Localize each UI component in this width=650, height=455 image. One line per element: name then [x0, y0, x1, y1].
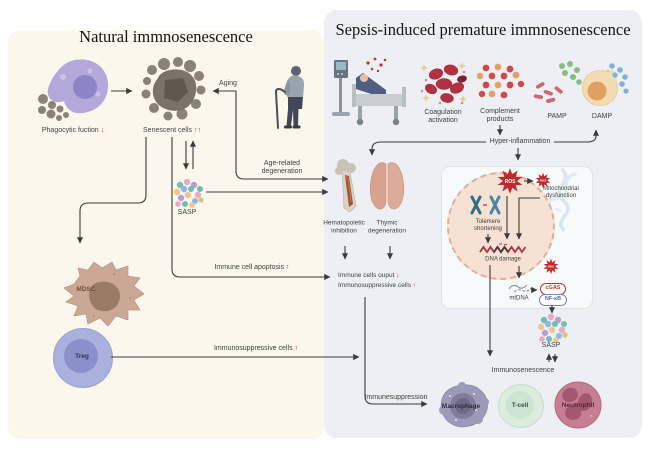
mtdna-fragments-icon — [508, 284, 532, 293]
icu-bed-icon — [332, 57, 406, 126]
nfkb-badge: NF-κB — [539, 294, 567, 306]
dna-damage-label: DNA damage — [485, 256, 521, 263]
treg-cell-nucleus — [64, 339, 98, 373]
phagocyte-cell-icon — [38, 59, 109, 121]
damp-label: DAMP — [591, 112, 613, 120]
phagocytic-down-indicator: ↓ — [100, 126, 105, 134]
phagocytic-function-label: Phagocytic fuction ↓ — [41, 126, 105, 134]
sasp-label-right: SASP — [541, 341, 561, 349]
ros-star-icon: ROS — [497, 168, 523, 194]
age-related-degeneration-label: Age-related degeneration — [261, 159, 303, 175]
ros-star-cgas-icon: ROS — [543, 258, 559, 275]
svg-text:ROS: ROS — [505, 179, 517, 185]
immunesuppression-label: Immunesuppression — [364, 393, 428, 401]
tcell-label: T-cell — [511, 402, 529, 410]
pamp-icon — [533, 61, 582, 104]
aging-label: Aging — [219, 79, 237, 87]
senescent-up-indicator: ↑↑ — [193, 126, 201, 134]
complement-products-label: Complement products — [480, 107, 520, 123]
immune-cell-apoptosis-label: Immune cell apoptosis ↑ — [214, 263, 290, 271]
senescent-cells-icon — [141, 57, 206, 121]
dna-damage-icon — [479, 243, 527, 254]
immunosenescence-label: Immunosenescence — [491, 366, 555, 374]
mtdna-label: mtDNA — [509, 295, 529, 302]
sasp-cluster-icon — [173, 178, 204, 208]
neutrophil-cell-icon — [554, 381, 602, 429]
sasp-label-left: SASP — [177, 208, 197, 216]
coagulation-cells-icon — [420, 62, 467, 105]
macrophage-label: Macrophage — [441, 403, 481, 411]
immunosuppressive-right-up-indicator: ↑ — [412, 282, 417, 290]
immunosuppressive-cells-label-left: Immunosuppressive cells ↑ — [213, 344, 299, 352]
mdsc-label: MDSC — [76, 286, 96, 294]
right-panel-title: Sepsis-induced premature immnosenescence — [335, 20, 631, 39]
coagulation-activation-label: Coagulation activation — [424, 108, 462, 124]
telomere-shortening-label: Tolemere shortening — [473, 218, 503, 232]
bone-hematopoietic-icon — [335, 159, 357, 213]
senescent-cells-label: Senescent cells ↑↑ — [143, 126, 201, 134]
ros-star-small-icon: ROS — [535, 172, 551, 189]
hematopoietic-inhibition-label: Hematopoietic inhibition — [323, 219, 365, 234]
immunosuppressive-cells-line: Immunosuppressive cells ↑ — [338, 282, 417, 290]
elderly-person-icon — [274, 66, 305, 129]
svg-text:ROS: ROS — [548, 265, 555, 269]
complement-products-icon — [476, 63, 525, 99]
apoptosis-up-indicator: ↑ — [286, 263, 290, 271]
treg-label: Treg — [75, 353, 89, 361]
thymus-icon — [369, 162, 405, 210]
pamp-label: PAMP — [547, 112, 567, 120]
immune-output-block: Immune cells ouput ↓ Immunosuppressive c… — [338, 271, 416, 291]
immune-cells-output-line: Immune cells ouput ↓ — [338, 272, 400, 279]
thymic-degeneration-label: Thymic degeneration — [368, 219, 406, 234]
svg-text:ROS: ROS — [540, 179, 547, 183]
macrophage-cell-icon — [439, 382, 489, 428]
neutrophil-label: Neutrophil — [561, 402, 595, 410]
mdsc-cell-icon — [63, 261, 145, 327]
chromosomes-icon — [470, 195, 501, 215]
mitochondrial-dysfunction-label: Mitochondrial dysfunction — [543, 185, 579, 199]
immune-output-down-indicator: ↓ — [396, 272, 400, 279]
damp-icon — [582, 63, 629, 106]
immunosuppressive-up-indicator: ↑ — [294, 344, 299, 352]
sasp-cluster-icon-right — [537, 313, 568, 343]
tcell-inner — [506, 391, 534, 419]
hyper-inflammation-label: Hyper-inflammation — [489, 137, 551, 145]
left-panel-title: Natural immnosenescence — [79, 27, 253, 46]
